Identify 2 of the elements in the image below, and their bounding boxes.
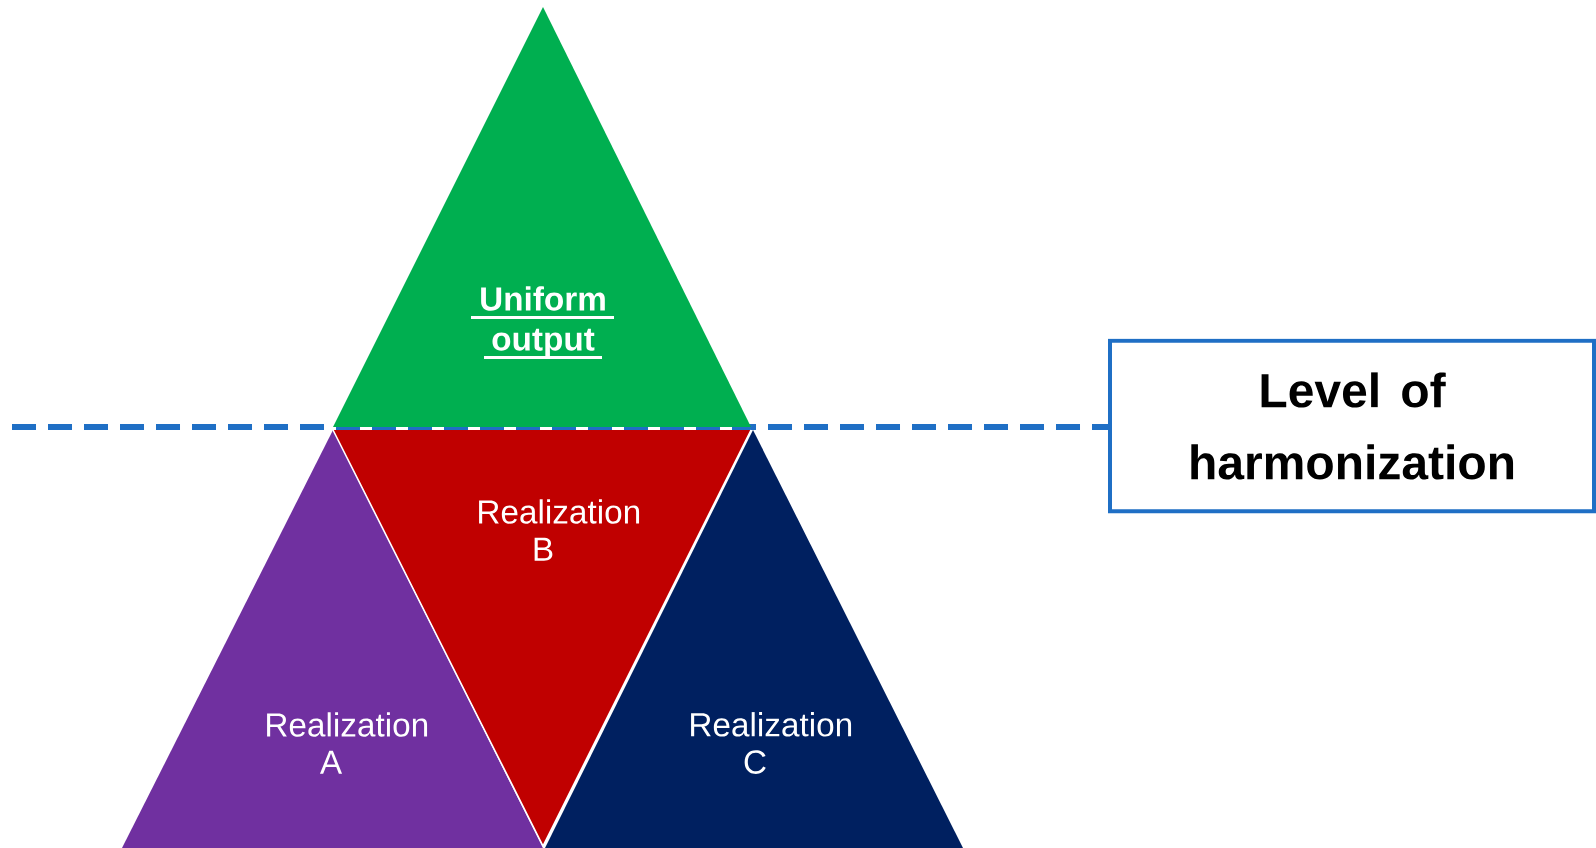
triangle: Uniform output xyxy=(333,7,751,427)
label-box: Level of harmonization xyxy=(1108,338,1596,514)
